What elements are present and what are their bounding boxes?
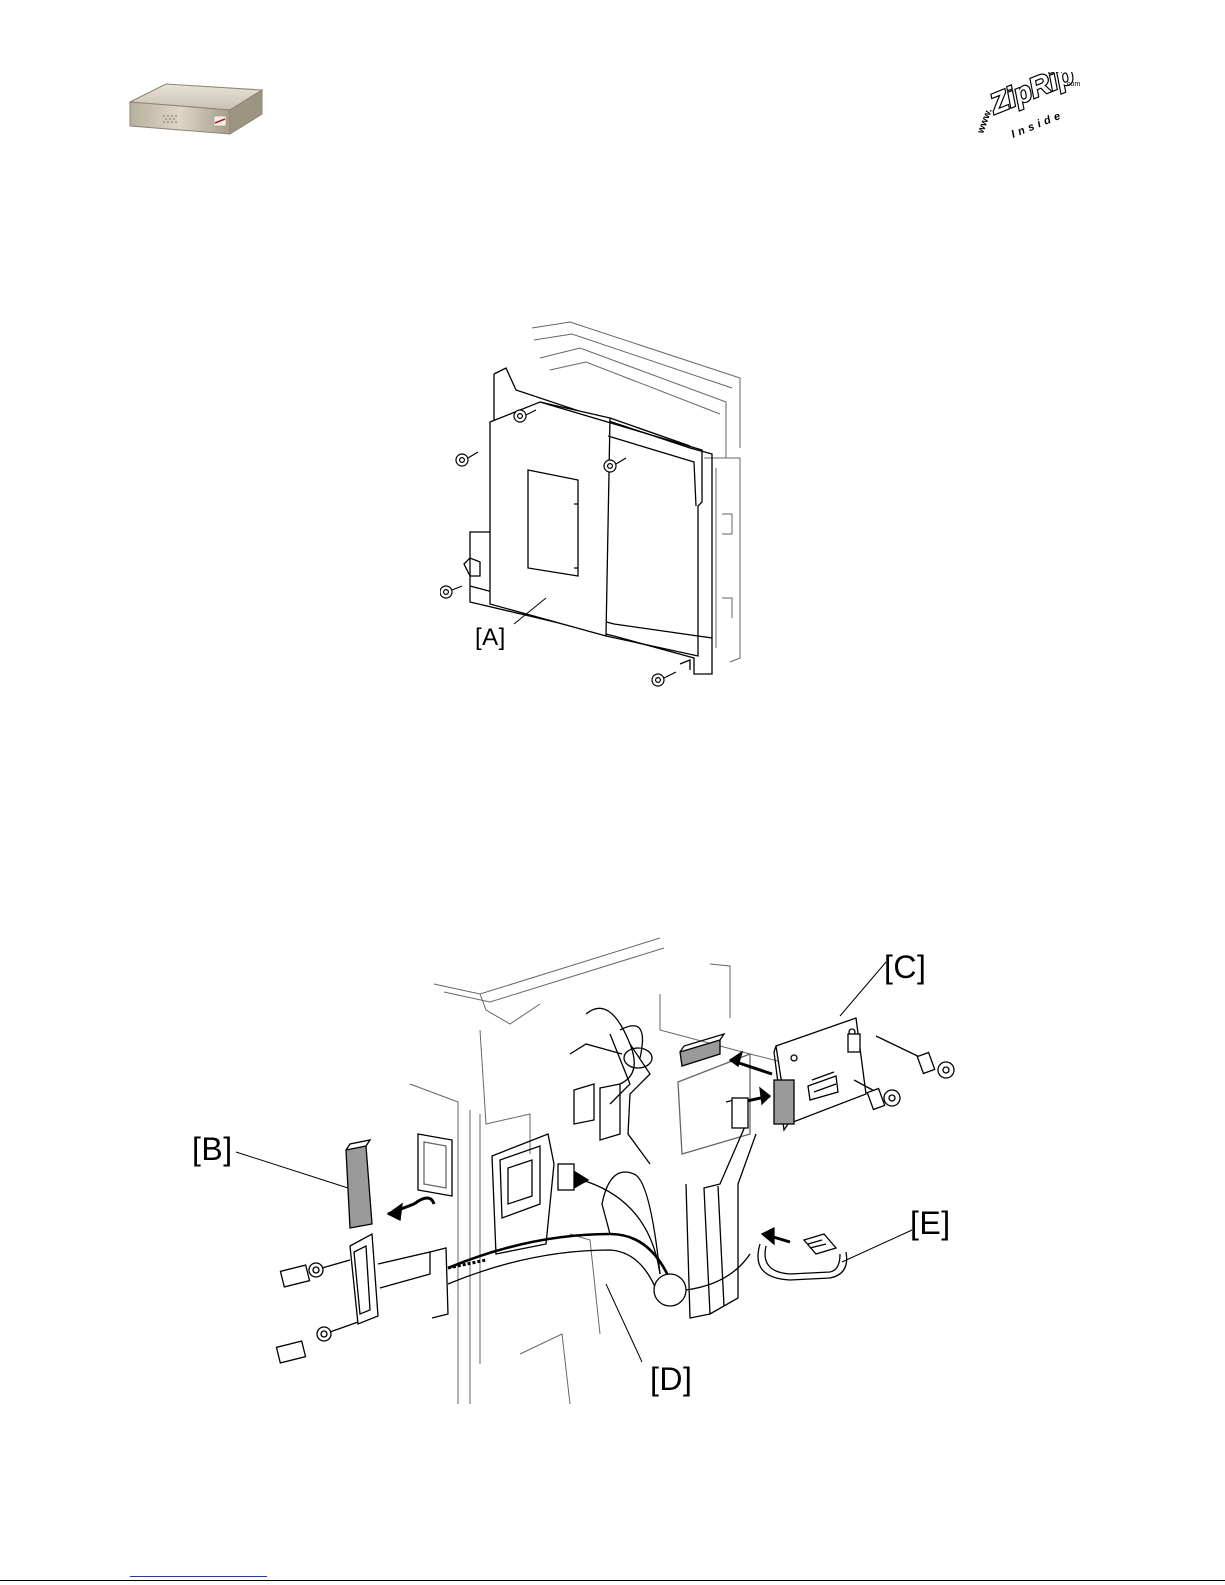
logo-prefix-text: www.	[975, 107, 995, 136]
board-c	[774, 1018, 866, 1130]
callout-b-label: [B]	[192, 1133, 233, 1165]
screw-icon	[854, 1036, 954, 1110]
thumbscrew-icon	[276, 1260, 358, 1363]
logo-wordmark: ZipRip	[985, 72, 1078, 120]
callout-c-label: [C]	[884, 951, 926, 983]
callout-a-label: [A]	[475, 626, 506, 650]
callout-d-label: [D]	[650, 1363, 692, 1395]
footer-link-underline[interactable]	[130, 1576, 267, 1577]
ziprip-logo-icon: www. ZipRip .com Inside	[975, 72, 1087, 144]
logo-tagline: Inside	[1010, 109, 1066, 141]
footer-rule	[0, 1580, 1225, 1581]
printer-box-icon	[126, 78, 264, 136]
figure-interface-board	[190, 934, 980, 1404]
logo-suffix-text: .com	[1065, 81, 1080, 88]
callout-e-label: [E]	[910, 1207, 951, 1239]
